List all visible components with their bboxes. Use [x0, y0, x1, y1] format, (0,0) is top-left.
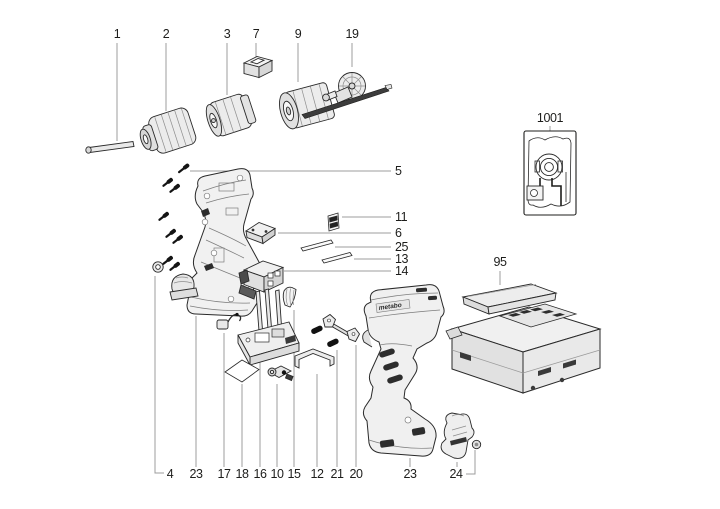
part-chuck — [139, 107, 197, 154]
callout-20: 20 — [349, 467, 363, 481]
part-battery-cover — [461, 283, 558, 315]
part-direction-slider — [245, 221, 276, 245]
part-insulation-sheet — [224, 359, 260, 383]
part-motor — [279, 82, 335, 130]
part-mount-block — [242, 56, 274, 79]
part-rod-assembly — [322, 313, 361, 343]
part-contact-clip — [216, 312, 242, 330]
part-screws — [158, 163, 190, 271]
part-small-screws — [311, 325, 339, 347]
callout-15: 15 — [287, 467, 301, 481]
part-hook-screw — [471, 439, 482, 450]
callout-4: 4 — [167, 467, 174, 481]
part-rotor — [322, 72, 366, 104]
callout-9: 9 — [295, 27, 302, 41]
callout-17: 17 — [217, 467, 231, 481]
callout-18: 18 — [235, 467, 249, 481]
part-sticker — [327, 212, 340, 232]
part-ring — [152, 261, 164, 273]
callout-10: 10 — [270, 467, 284, 481]
callout-11: 11 — [395, 210, 408, 224]
callout-7: 7 — [253, 27, 260, 41]
callout-23-left: 23 — [189, 467, 203, 481]
part-strip-13 — [321, 252, 353, 264]
part-belt-hook — [440, 412, 475, 459]
callout-16: 16 — [253, 467, 267, 481]
callout-2: 2 — [163, 27, 170, 41]
part-selector-knob — [169, 273, 199, 301]
part-strip-25 — [300, 239, 334, 252]
part-small-module — [267, 365, 294, 382]
callout-12: 12 — [310, 467, 324, 481]
part-field-strip — [301, 84, 393, 119]
callout-1: 1 — [114, 27, 121, 41]
callout-6: 6 — [395, 226, 402, 240]
part-switch-block — [238, 260, 285, 300]
callout-13: 13 — [395, 252, 409, 266]
part-battery-connector — [237, 288, 300, 366]
callout-19: 19 — [345, 27, 359, 41]
callout-25: 25 — [395, 240, 409, 254]
callout-3: 3 — [224, 27, 231, 41]
brand-marking: metabo — [378, 302, 402, 312]
callout-14: 14 — [395, 264, 409, 278]
callout-labels: 1 2 3 7 9 19 5 11 6 25 13 14 1001 95 4 2… — [114, 27, 564, 481]
part-light-guide — [294, 348, 335, 369]
callout-1001: 1001 — [537, 111, 564, 125]
part-long-screw — [85, 140, 135, 154]
callout-24: 24 — [449, 467, 463, 481]
part-housing-right-shell: metabo — [362, 284, 445, 457]
callout-21: 21 — [330, 467, 344, 481]
callout-5: 5 — [395, 164, 402, 178]
callout-95: 95 — [493, 255, 507, 269]
callout-23-right: 23 — [403, 467, 417, 481]
part-grip-insert — [282, 286, 297, 308]
part-gearbox — [205, 93, 257, 137]
part-battery-pack — [445, 303, 602, 394]
inset-wiring-detail — [523, 130, 577, 216]
